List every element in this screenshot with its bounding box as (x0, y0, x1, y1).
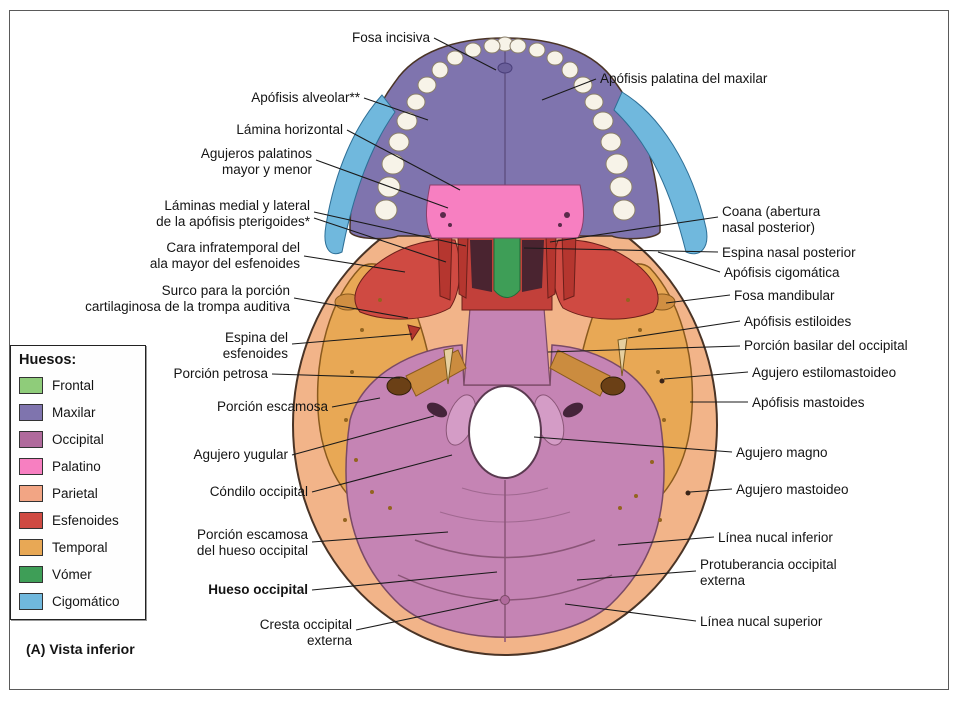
label-porcion-basilar: Porción basilar del occipital (744, 338, 908, 353)
label-cresta-occipital: Cresta occipital externa (259, 617, 352, 648)
label-apofisis-palatina: Apófisis palatina del maxilar (600, 71, 768, 86)
teeth (374, 36, 636, 221)
label-porcion-petrosa: Porción petrosa (173, 366, 268, 381)
label-condilo-occipital: Cóndilo occipital (209, 484, 308, 499)
label-cara-infratemporal: Cara infratemporal del ala mayor del esf… (149, 240, 300, 271)
label-linea-nucal-superior: Línea nucal superior (700, 614, 823, 629)
label-laminas-pterigoides: Láminas medial y lateral de la apófisis … (156, 198, 310, 229)
legend-item-palatino: Palatino (19, 453, 137, 480)
label-coana: Coana (abertura nasal posterior) (722, 204, 821, 235)
choana-right (522, 240, 544, 292)
legend-item-maxilar: Maxilar (19, 399, 137, 426)
legend-item-temporal: Temporal (19, 534, 137, 561)
label-apofisis-alveolar: Apófisis alveolar** (251, 90, 360, 105)
label-hueso-occipital: Hueso occipital (208, 582, 308, 597)
ear-canal-right (600, 376, 626, 396)
label-espina-nasal: Espina nasal posterior (722, 245, 856, 260)
styloid-process-right (617, 337, 628, 377)
label-apofisis-cigomatica: Apófisis cigomática (724, 265, 840, 280)
label-fosa-mandibular: Fosa mandibular (734, 288, 835, 303)
mastoid-foramen (685, 490, 691, 496)
label-apofisis-estiloides: Apófisis estiloides (744, 314, 852, 329)
label-porcion-escamosa-occipital: Porción escamosa del hueso occipital (196, 527, 308, 558)
greater-palatine-foramen-right (564, 212, 570, 218)
temporal-color-swatch (19, 539, 43, 556)
zygomatic-bone-region (324, 91, 708, 255)
legend-item-frontal: Frontal (19, 372, 137, 399)
label-espina-esfenoides: Espina del esfenoides (222, 330, 288, 361)
legend-item-occipital: Occipital (19, 426, 137, 453)
styloid-process-left (443, 347, 454, 385)
parietal-color-swatch (19, 485, 43, 502)
bone-color-legend: Huesos: Frontal Maxilar Occipital Palati… (10, 345, 146, 620)
stylomastoid-foramen (659, 378, 665, 384)
label-lamina-horizontal: Lámina horizontal (236, 122, 343, 137)
label-protuberancia-occipital: Protuberancia occipital externa (700, 557, 837, 588)
label-agujero-magno: Agujero magno (736, 445, 828, 460)
palatino-color-swatch (19, 458, 43, 475)
greater-palatine-foramen-left (440, 212, 446, 218)
pterygoid-plates-right (561, 231, 577, 301)
vomer-color-swatch (19, 566, 43, 583)
vomer-bone (493, 237, 521, 298)
choana-left (470, 240, 492, 292)
jugular-foramen-right (562, 402, 584, 418)
foramen-magnum (468, 385, 542, 479)
legend-item-esfenoides: Esfenoides (19, 507, 137, 534)
label-agujero-mastoideo: Agujero mastoideo (736, 482, 849, 497)
jugular-foramen-left (426, 402, 448, 418)
label-linea-nucal-inferior: Línea nucal inferior (718, 530, 833, 545)
label-agujeros-palatinos: Agujeros palatinos mayor y menor (200, 146, 312, 177)
palatine-bone (426, 184, 584, 239)
basilar-part (463, 307, 551, 386)
label-fosa-incisiva: Fosa incisiva (351, 30, 430, 45)
legend-title: Huesos: (19, 352, 77, 368)
label-agujero-yugular: Agujero yugular (193, 447, 288, 462)
label-agujero-estilomastoideo: Agujero estilomastoideo (752, 365, 897, 380)
label-apofisis-mastoides: Apófisis mastoides (752, 395, 865, 410)
sphenoid-spine (407, 324, 421, 342)
cigomatico-color-swatch (19, 593, 43, 610)
frontal-color-swatch (19, 377, 43, 394)
incisive-fossa (497, 62, 513, 74)
bone-texture-dots (343, 298, 666, 522)
external-occipital-protuberance (500, 595, 510, 605)
maxilar-color-swatch (19, 404, 43, 421)
occipital-color-swatch (19, 431, 43, 448)
ear-canal-left (386, 376, 412, 396)
leader-lines (271, 37, 749, 631)
legend-item-cigomatico: Cigomático (19, 588, 137, 615)
esfenoides-color-swatch (19, 512, 43, 529)
label-surco-trompa: Surco para la porción cartilaginosa de l… (85, 283, 290, 314)
label-porcion-escamosa: Porción escamosa (216, 399, 328, 414)
legend-item-parietal: Parietal (19, 480, 137, 507)
figure-caption: (A) Vista inferior (26, 641, 135, 657)
legend-item-vomer: Vómer (19, 561, 137, 588)
